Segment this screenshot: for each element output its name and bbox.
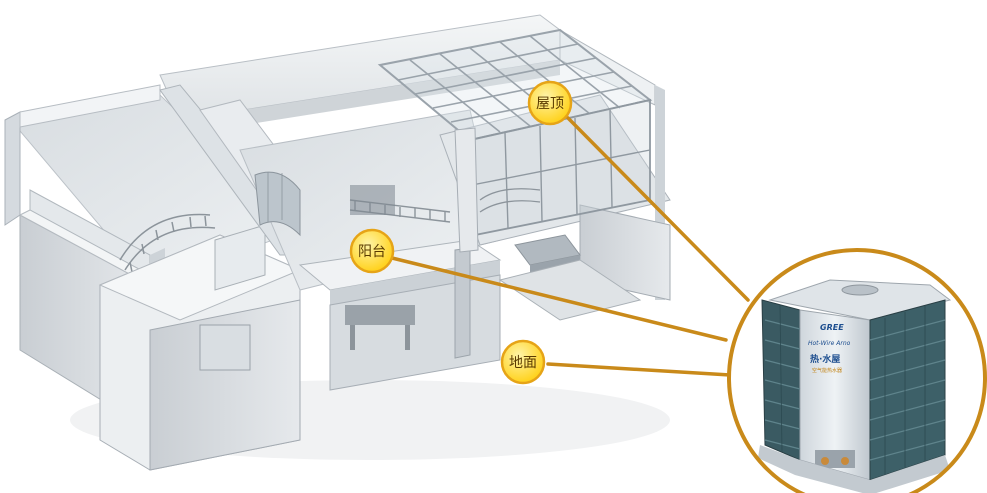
lower-table [345,305,415,325]
callout-ground[interactable]: 地面 [500,339,546,385]
support-column [454,247,471,359]
center-glass-screen [254,171,301,237]
roof-bubble [527,80,573,126]
left-stair-railing [119,213,216,273]
heat-pump-unit-detail: GREE Hot-Wire Arno 热·水屋 空气能热水器 [727,248,987,493]
sunroom-railing [479,188,541,213]
balcony-label: 阳台 [358,244,386,260]
callout-balcony[interactable]: 阳台 [349,228,395,274]
balcony-bubble [349,228,395,274]
unit-model-text: Hot-Wire Arno [808,340,851,347]
unit-detail-frame [727,248,987,493]
right-stair-ramp [498,259,642,321]
left-wing-outer-wall [4,111,21,226]
ground-bubble [500,339,546,385]
roof-callout-line [566,116,750,302]
front-window [199,324,251,371]
ground-label: 地面 [509,355,537,371]
balcony-callout-line [390,256,728,342]
unit-chinese-name: 热·水屋 [810,353,840,365]
callout-lines [390,116,750,377]
ground-callout-line [546,362,732,377]
unit-pipe-connector [821,457,829,465]
roof-label: 屋顶 [536,96,564,112]
callout-roof[interactable]: 屋顶 [527,80,573,126]
unit-subtitle: 空气能热水器 [812,367,842,374]
house-cutaway-model [4,14,671,471]
unit-brand-logo: GREE [820,323,844,332]
